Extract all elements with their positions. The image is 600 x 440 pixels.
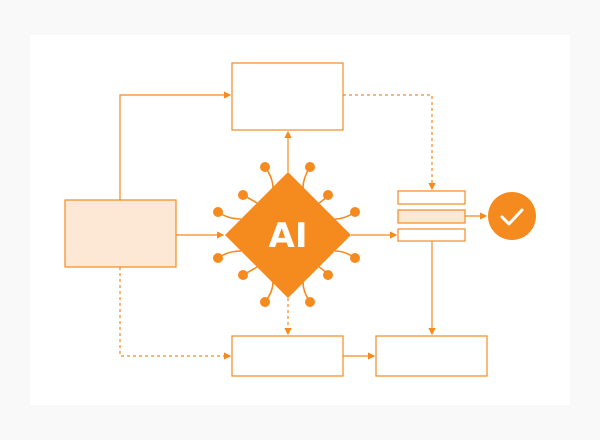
option-bar-3 <box>397 228 466 242</box>
ai-chip-diamond <box>225 172 351 298</box>
option-bar-1 <box>397 190 466 205</box>
result-box <box>375 335 488 377</box>
input-box <box>64 199 177 268</box>
connector-input-to-top <box>119 91 232 200</box>
check-icon <box>488 192 536 240</box>
bottom-box <box>231 335 344 377</box>
top-box <box>231 62 344 131</box>
chip-pin-heads <box>213 162 360 307</box>
ai-chip-label: AI <box>269 216 308 256</box>
connector-top-to-bars <box>343 94 436 191</box>
connector-input-to-bottom <box>119 267 232 360</box>
option-bar-2-selected <box>397 209 466 224</box>
